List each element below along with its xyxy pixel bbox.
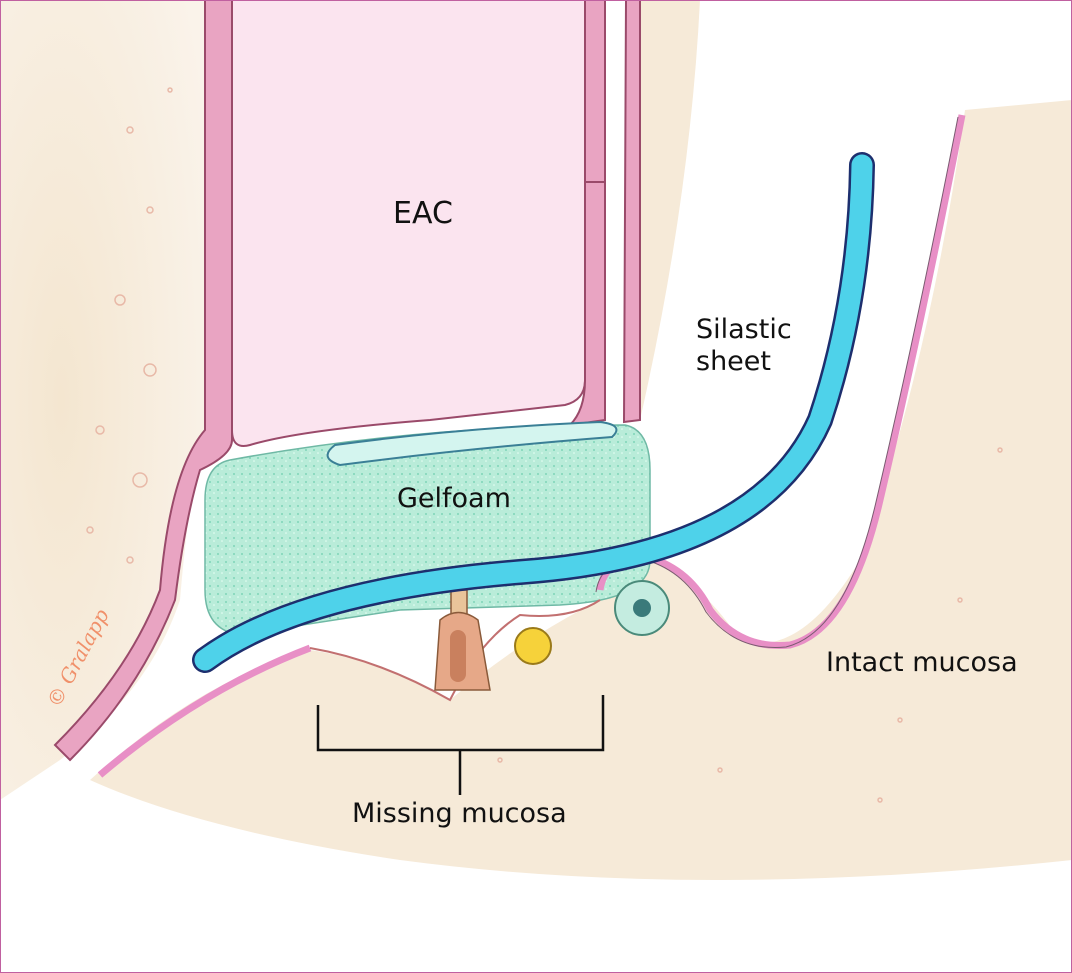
canal-wall-far (622, 0, 641, 424)
graft (326, 420, 618, 467)
label-gelfoam: Gelfoam (397, 483, 511, 514)
prosthesis (434, 589, 491, 691)
label-silastic-sheet: Silastic sheet (696, 314, 792, 377)
bone-texture (86, 87, 1003, 803)
gelfoam (204, 424, 651, 636)
chorda-tympani (514, 627, 552, 665)
label-missing-mucosa: Missing mucosa (352, 798, 567, 829)
label-eac: EAC (393, 196, 453, 231)
bone-lower (90, 100, 1072, 880)
mucosa-left (97, 644, 312, 778)
canal-wall-left (53, 0, 233, 762)
canal-lumen (231, 0, 586, 447)
label-intact-mucosa: Intact mucosa (826, 647, 1018, 678)
bone-top-right (625, 0, 700, 420)
missing-mucosa-bracket (316, 695, 605, 795)
bone-left (0, 0, 205, 800)
